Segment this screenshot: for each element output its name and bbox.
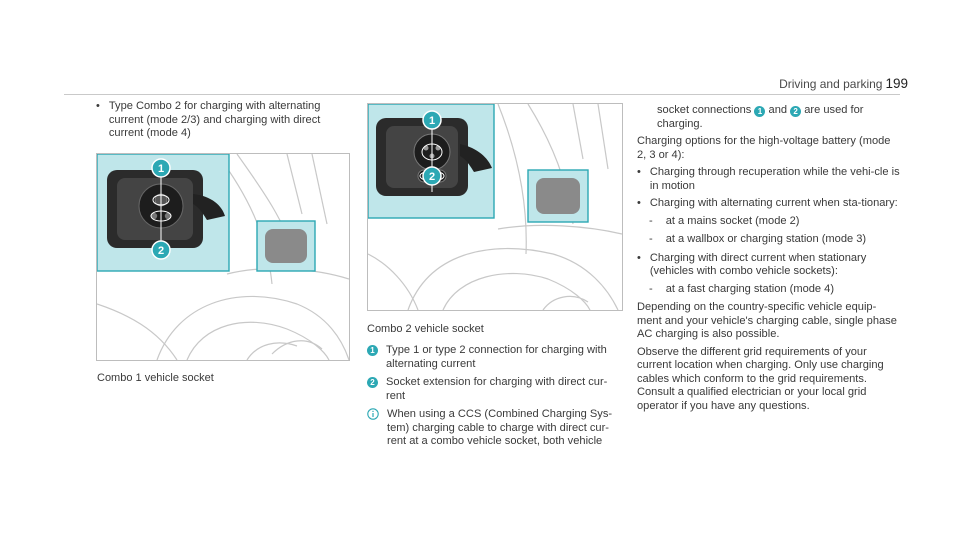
legend-marker-2: 2: [367, 377, 378, 388]
header-rule: [64, 94, 900, 95]
marker-2: [422, 166, 442, 186]
paragraph: Depending on the country-specific vehicl…: [637, 301, 897, 340]
legend-text: Socket extension for charging with direc…: [386, 376, 608, 402]
closed-flap: [265, 229, 307, 263]
continuation-text: and: [768, 104, 788, 116]
marker-1-label: 1: [429, 115, 435, 127]
dash-item: - at a mains socket (mode 2): [649, 215, 900, 229]
legend-item: 1 Type 1 or type 2 connection for chargi…: [367, 344, 625, 371]
bullet-item: • Charging with alternating current when…: [637, 197, 900, 211]
note-item: When using a CCS (Combined Charging Sys-…: [367, 408, 625, 449]
dash-item: - at a fast charging station (mode 4): [649, 283, 900, 297]
page-number: 199: [885, 76, 908, 91]
marker-2-label: 2: [429, 171, 435, 183]
figure-combo2-socket: 1 2: [367, 103, 623, 311]
legend-item: 2 Socket extension for charging with dir…: [367, 376, 625, 403]
dash-text: at a wallbox or charging station (mode 3…: [665, 233, 867, 245]
figure-legend: 1 Type 1 or type 2 connection for chargi…: [367, 344, 625, 454]
marker-1: [422, 110, 442, 130]
bullet-item: • Type Combo 2 for charging with alterna…: [96, 100, 351, 141]
bullet-text: Type Combo 2 for charging with alternati…: [108, 100, 321, 139]
figure-caption-combo1: Combo 1 vehicle socket: [97, 372, 214, 384]
section-title: Driving and parking: [779, 77, 883, 91]
figure-combo1-socket: 1 2: [96, 153, 350, 361]
bullet-glyph: •: [637, 166, 641, 178]
legend-marker-1: 1: [367, 345, 378, 356]
closed-flap: [536, 178, 580, 214]
options-intro: Charging options for the high-voltage ba…: [637, 135, 891, 161]
bullet-text: Charging with direct current when statio…: [649, 251, 867, 278]
bullet-item: • Charging through recuperation while th…: [637, 166, 900, 193]
info-icon: [367, 408, 379, 420]
inline-marker-2: 2: [790, 106, 802, 118]
marker-1: [151, 158, 171, 178]
bullet-text: Charging through recuperation while the …: [649, 166, 900, 192]
dash-glyph: -: [649, 233, 653, 245]
combo2-illustration: 1 2: [368, 104, 622, 310]
note-text: When using a CCS (Combined Charging Sys-…: [387, 408, 613, 447]
paragraph: Observe the different grid requirements …: [637, 345, 884, 412]
continuation-text: socket connections: [657, 104, 752, 116]
column-1: • Type Combo 2 for charging with alterna…: [96, 100, 351, 145]
dash-text: at a fast charging station (mode 4): [665, 282, 835, 295]
marker-1-label: 1: [158, 163, 164, 175]
marker-2-label: 2: [158, 245, 164, 257]
combo1-illustration: 1 2: [97, 154, 349, 360]
dash-item: - at a wallbox or charging station (mode…: [649, 233, 900, 247]
marker-2: [151, 240, 171, 260]
dash-glyph: -: [649, 282, 653, 295]
continuation-text: are used for charging.: [657, 104, 864, 130]
inline-marker-1: 1: [754, 106, 766, 118]
bullet-glyph: •: [637, 251, 641, 264]
dash-glyph: -: [649, 214, 653, 227]
bullet-glyph: •: [637, 197, 641, 209]
bullet-item: • Charging with direct current when stat…: [637, 252, 900, 279]
bullet-text: Charging with alternating current when s…: [649, 197, 898, 209]
legend-text: Type 1 or type 2 connection for charging…: [386, 344, 607, 370]
dash-text: at a mains socket (mode 2): [665, 214, 800, 227]
bullet-glyph: •: [96, 100, 100, 112]
note-continuation: socket connections 1 and 2 are used for …: [657, 104, 900, 131]
figure-caption-combo2: Combo 2 vehicle socket: [367, 323, 484, 335]
column-3: socket connections 1 and 2 are used for …: [637, 104, 900, 417]
